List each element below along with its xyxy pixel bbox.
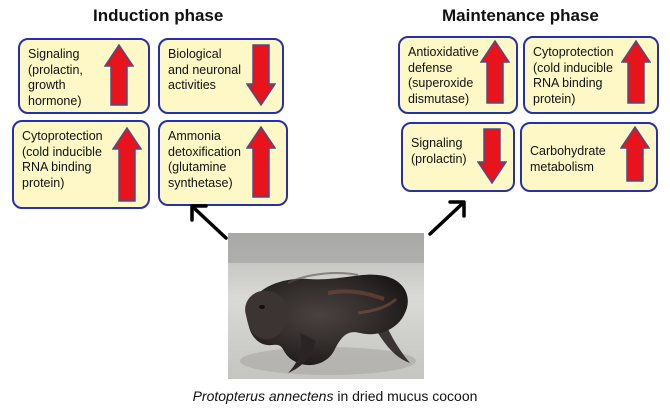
maintenance-box-cytoprotection: Cytoprotection (cold inducible RNA bindi…	[523, 36, 659, 114]
box-label: Cytoprotection (cold inducible RNA bindi…	[533, 45, 614, 106]
arrow-down-icon	[477, 128, 507, 184]
arrow-up-icon	[246, 126, 276, 198]
pointer-arrow-to-induction-icon	[190, 204, 228, 240]
arrow-up-icon	[480, 40, 510, 104]
maintenance-box-carbohydrate-metabolism: Carbohydrate metabolism	[520, 122, 658, 192]
lungfish-cocoon-photo	[228, 233, 424, 379]
box-label: Antioxidative defense (superoxide dismut…	[408, 45, 479, 106]
box-label: Biological and neuronal activities	[168, 47, 241, 92]
maintenance-phase-title: Maintenance phase	[442, 6, 599, 25]
box-label: Carbohydrate metabolism	[530, 144, 606, 174]
box-label: Ammonia detoxification (glutamine synthe…	[168, 129, 241, 190]
induction-box-ammonia-detoxification: Ammonia detoxification (glutamine synthe…	[158, 120, 288, 206]
box-label: Signaling (prolactin)	[411, 136, 467, 166]
figure-caption: Protopterus annectens in dried mucus coc…	[0, 388, 670, 404]
pointer-arrow-to-maintenance-icon	[428, 200, 466, 236]
arrow-up-icon	[620, 126, 650, 182]
box-label: Signaling (prolactin, growth hormone)	[28, 47, 83, 108]
arrow-up-icon	[104, 44, 134, 106]
arrow-up-icon	[621, 40, 651, 104]
maintenance-box-antioxidative-defense: Antioxidative defense (superoxide dismut…	[398, 36, 518, 114]
induction-box-biological-activities: Biological and neuronal activities	[158, 38, 284, 114]
box-label: Cytoprotection (cold inducible RNA bindi…	[22, 129, 103, 190]
induction-box-cytoprotection: Cytoprotection (cold inducible RNA bindi…	[12, 120, 150, 209]
species-name: Protopterus annectens	[192, 388, 334, 404]
induction-phase-title: Induction phase	[93, 6, 224, 25]
arrow-up-icon	[112, 127, 142, 202]
arrow-down-icon	[246, 44, 276, 106]
caption-rest: in dried mucus cocoon	[333, 388, 478, 404]
induction-box-signaling: Signaling (prolactin, growth hormone)	[18, 38, 150, 114]
maintenance-box-signaling: Signaling (prolactin)	[401, 122, 515, 192]
